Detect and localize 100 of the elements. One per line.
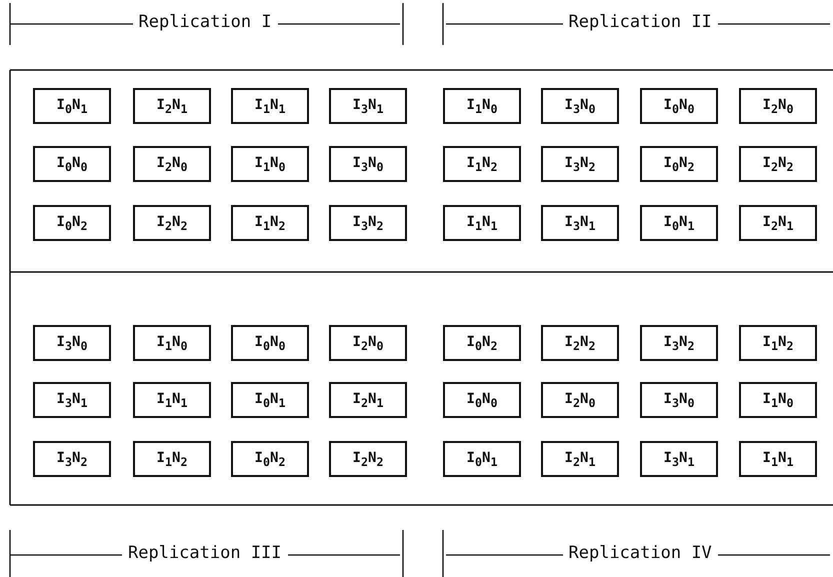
- replication-heading: Replication II: [562, 12, 718, 32]
- plot-box: [739, 441, 817, 477]
- treatment-label: I$_{1}$N$_{2}$: [762, 334, 794, 352]
- plot-box: [231, 146, 309, 182]
- treatment-label: I$_{3}$N$_{1}$: [56, 390, 88, 410]
- plot-box: [329, 325, 407, 361]
- treatment-label: I$_{0}$N$_{0}$: [254, 334, 286, 352]
- treatment-label: I$_{1}$N$_{2}$: [466, 154, 498, 174]
- treatment-label: I$_{0}$N$_{2}$: [664, 154, 694, 174]
- plot-box: [133, 382, 211, 418]
- plot-box: [133, 88, 211, 124]
- treatment-label: I$_{1}$N$_{1}$: [466, 214, 498, 232]
- plot-box: [443, 88, 521, 124]
- plot-box: [231, 88, 309, 124]
- plot-box: [231, 382, 309, 418]
- plot-box: [33, 146, 111, 182]
- treatment-label: I$_{2}$N$_{2}$: [762, 154, 794, 174]
- treatment-label: I$_{2}$N$_{1}$: [352, 390, 384, 410]
- treatment-label: I$_{0}$N$_{2}$: [466, 334, 498, 352]
- treatment-label: I$_{0}$N$_{2}$: [254, 450, 286, 468]
- treatment-label: I$_{3}$N$_{2}$: [56, 450, 88, 468]
- plot-box: [739, 146, 817, 182]
- plot-box: [133, 441, 211, 477]
- plot-box: [33, 441, 111, 477]
- plot-box: [739, 88, 817, 124]
- plot-box: [541, 88, 619, 124]
- treatment-label: I$_{3}$N$_{1}$: [352, 96, 384, 116]
- treatment-label: I$_{3}$N$_{0}$: [564, 96, 596, 116]
- plot-box: [33, 325, 111, 361]
- treatment-label: I$_{3}$N$_{0}$: [352, 154, 384, 174]
- plot-box: [329, 146, 407, 182]
- treatment-label: I$_{2}$N$_{1}$: [564, 450, 596, 468]
- plot-box: [640, 382, 718, 418]
- treatment-label: I$_{0}$N$_{0}$: [56, 154, 88, 174]
- plot-box: [33, 88, 111, 124]
- treatment-label: I$_{3}$N$_{2}$: [352, 214, 384, 232]
- plot-box: [231, 441, 309, 477]
- plot-box: [329, 205, 407, 241]
- plot-box: [541, 205, 619, 241]
- treatment-label: I$_{1}$N$_{1}$: [762, 450, 794, 468]
- treatment-label: I$_{0}$N$_{1}$: [664, 214, 694, 232]
- treatment-label: I$_{1}$N$_{2}$: [156, 450, 188, 468]
- treatment-label: I$_{3}$N$_{2}$: [564, 154, 596, 174]
- plot-box: [133, 205, 211, 241]
- plot-box: [443, 382, 521, 418]
- treatment-label: I$_{0}$N$_{0}$: [664, 96, 694, 116]
- treatment-label: I$_{2}$N$_{0}$: [762, 96, 794, 116]
- plot-box: [640, 205, 718, 241]
- treatment-label: I$_{2}$N$_{2}$: [564, 334, 596, 352]
- plot-box: [739, 325, 817, 361]
- plot-box: [739, 382, 817, 418]
- treatment-label: I$_{2}$N$_{1}$: [156, 96, 188, 116]
- treatment-label: I$_{3}$N$_{0}$: [664, 390, 694, 410]
- plot-box: [443, 146, 521, 182]
- plot-box: [329, 382, 407, 418]
- treatment-label: I$_{3}$N$_{2}$: [664, 334, 694, 352]
- plot-box: [329, 441, 407, 477]
- treatment-label: I$_{2}$N$_{0}$: [352, 334, 384, 352]
- plot-box: [640, 441, 718, 477]
- treatment-label: I$_{0}$N$_{1}$: [254, 390, 286, 410]
- treatment-label: I$_{1}$N$_{0}$: [762, 390, 794, 410]
- treatment-label: I$_{0}$N$_{0}$: [466, 390, 498, 410]
- treatment-label: I$_{0}$N$_{1}$: [56, 96, 88, 116]
- treatment-label: I$_{0}$N$_{2}$: [56, 214, 88, 232]
- plot-box: [443, 325, 521, 361]
- replication-heading: Replication I: [132, 12, 278, 32]
- treatment-label: I$_{2}$N$_{0}$: [564, 390, 596, 410]
- plot-box: [541, 325, 619, 361]
- treatment-label: I$_{2}$N$_{2}$: [156, 214, 188, 232]
- treatment-label: I$_{1}$N$_{2}$: [254, 214, 286, 232]
- plot-box: [443, 205, 521, 241]
- plot-box: [739, 205, 817, 241]
- plot-box: [640, 325, 718, 361]
- treatment-label: I$_{2}$N$_{1}$: [762, 214, 794, 232]
- treatment-label: I$_{1}$N$_{1}$: [156, 390, 188, 410]
- treatment-label: I$_{1}$N$_{1}$: [254, 96, 286, 116]
- treatment-label: I$_{3}$N$_{1}$: [664, 450, 694, 468]
- treatment-label: I$_{2}$N$_{0}$: [156, 154, 188, 174]
- plot-box: [541, 441, 619, 477]
- plot-box: [33, 205, 111, 241]
- treatment-label: I$_{0}$N$_{1}$: [466, 450, 498, 468]
- replication-heading: Replication IV: [562, 543, 718, 563]
- treatment-label: I$_{2}$N$_{2}$: [352, 450, 384, 468]
- plot-box: [329, 88, 407, 124]
- plot-box: [231, 325, 309, 361]
- plot-box: [443, 441, 521, 477]
- plot-box: [640, 88, 718, 124]
- treatment-label: I$_{1}$N$_{0}$: [466, 96, 498, 116]
- plot-box: [133, 146, 211, 182]
- plot-box: [33, 382, 111, 418]
- treatment-label: I$_{3}$N$_{0}$: [56, 334, 88, 352]
- treatment-label: I$_{3}$N$_{1}$: [564, 214, 596, 232]
- replication-heading: Replication III: [122, 543, 288, 563]
- plot-box: [541, 382, 619, 418]
- plot-box: [231, 205, 309, 241]
- plot-box: [133, 325, 211, 361]
- treatment-label: I$_{1}$N$_{0}$: [156, 334, 188, 352]
- treatment-label: I$_{1}$N$_{0}$: [254, 154, 286, 174]
- plot-box: [640, 146, 718, 182]
- plot-box: [541, 146, 619, 182]
